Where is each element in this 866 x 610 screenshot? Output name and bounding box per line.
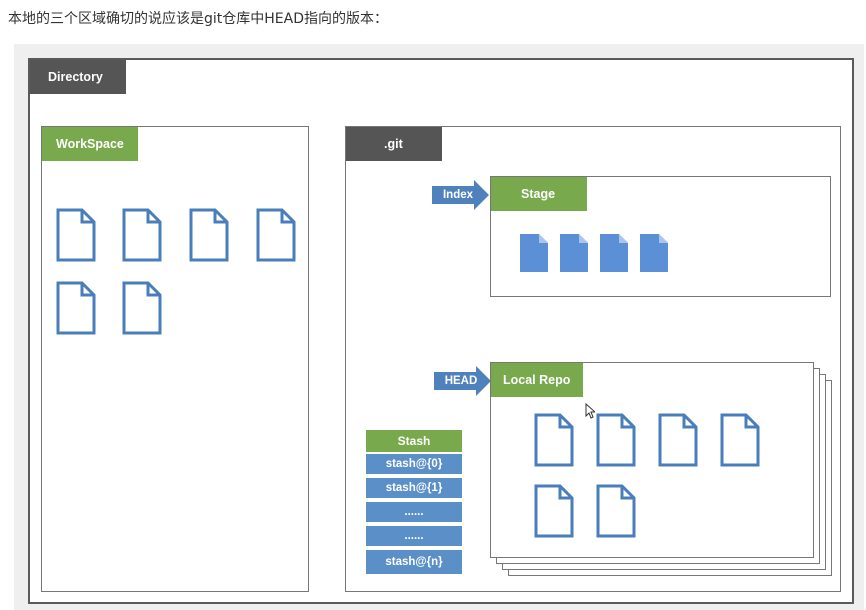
workspace-box [41, 126, 309, 592]
local-repo-label: Local Repo [503, 373, 571, 387]
staged-file-icon [600, 234, 628, 272]
directory-label: Directory [48, 70, 103, 84]
stash-entry: stash@{n} [366, 550, 462, 574]
head-arrow [434, 366, 491, 396]
stage-tag: Stage [491, 177, 587, 211]
stash-entry: ...... [366, 502, 462, 524]
mouse-cursor-icon [585, 403, 595, 419]
repo-file-icon [720, 413, 760, 467]
file-icon [56, 281, 96, 335]
file-icon [122, 208, 162, 262]
repo-file-icon [534, 413, 574, 467]
repo-file-icon [596, 484, 636, 538]
file-icon [56, 208, 96, 262]
stash-entry: stash@{1} [366, 478, 462, 500]
workspace-tag: WorkSpace [42, 127, 138, 161]
stash-entry: stash@{0} [366, 454, 462, 476]
local-repo-tag: Local Repo [491, 363, 583, 397]
workspace-label: WorkSpace [56, 137, 124, 151]
index-arrow [432, 180, 489, 210]
file-icon [189, 208, 229, 262]
repo-file-icon [596, 413, 636, 467]
git-label: .git [384, 137, 403, 151]
stage-label: Stage [521, 187, 556, 201]
directory-tag: Directory [30, 60, 126, 94]
staged-file-icon [640, 234, 668, 272]
repo-file-icon [658, 413, 698, 467]
stash-entry: ...... [366, 526, 462, 548]
staged-file-icon [520, 234, 548, 272]
git-tag: .git [346, 127, 442, 161]
staged-file-icon [560, 234, 588, 272]
file-icon [256, 208, 296, 262]
stash-table: Stash stash@{0} stash@{1} ...... ...... … [366, 430, 462, 576]
head-arrow-label: HEAD [444, 375, 478, 387]
file-icon [122, 281, 162, 335]
index-arrow-label: Index [442, 189, 474, 201]
repo-file-icon [534, 484, 574, 538]
caption: 本地的三个区域确切的说应该是git仓库中HEAD指向的版本： [8, 11, 388, 27]
stash-header: Stash [366, 430, 462, 454]
